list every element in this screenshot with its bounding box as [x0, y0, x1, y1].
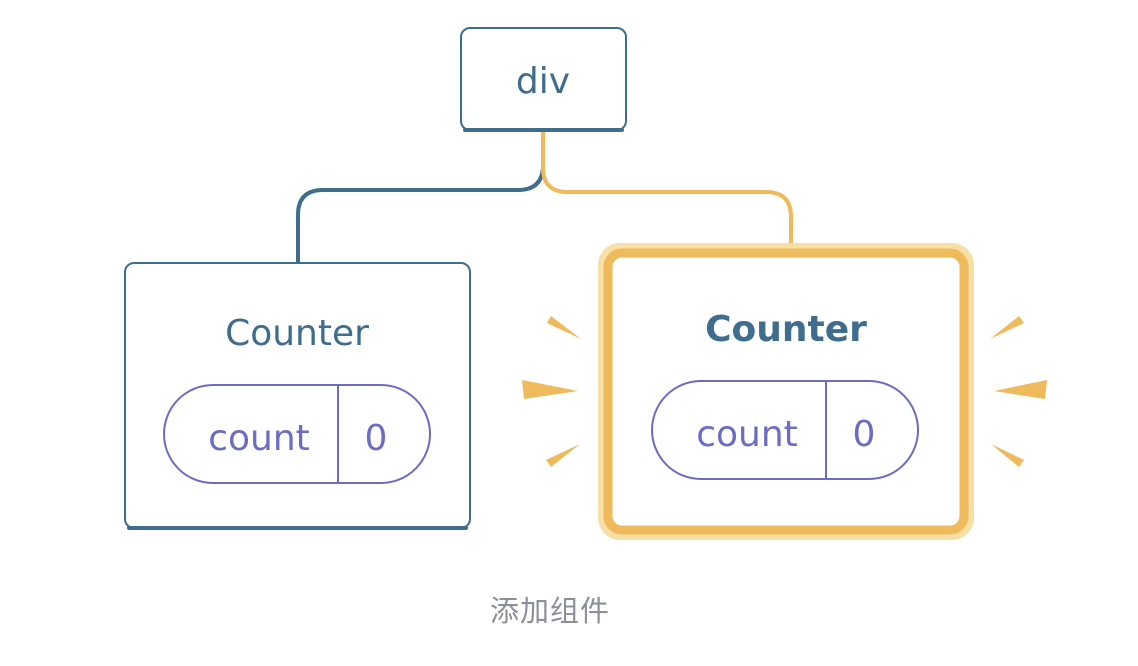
right-counter-label: Counter: [705, 309, 867, 350]
diagram-caption: 添加组件: [489, 594, 610, 628]
connector-root-to-right-counter: [541, 128, 793, 254]
left-state-value: 0: [365, 418, 388, 459]
sparkle-right-top-icon: [990, 316, 1024, 339]
right-counter-node: Counter count 0: [598, 243, 974, 540]
sparkle-left-bottom-icon: [546, 444, 580, 467]
left-counter-node: Counter count 0: [124, 262, 471, 530]
sparkle-right-bottom-icon: [991, 444, 1024, 467]
sparkle-left-top-icon: [547, 316, 581, 339]
root-div-node: div: [460, 27, 627, 132]
root-div-label: div: [516, 61, 570, 102]
new-component-sparkles: [522, 316, 1047, 467]
left-counter-label: Counter: [225, 313, 369, 354]
right-state-name: count: [696, 414, 798, 455]
sparkle-right-middle-icon: [994, 380, 1047, 399]
right-state-value: 0: [853, 414, 876, 455]
left-count-state-pill: count 0: [163, 384, 431, 484]
left-state-name: count: [208, 418, 310, 459]
right-count-state-pill: count 0: [651, 380, 919, 480]
connector-root-to-left-counter: [296, 163, 545, 264]
sparkle-left-middle-icon: [522, 380, 578, 399]
